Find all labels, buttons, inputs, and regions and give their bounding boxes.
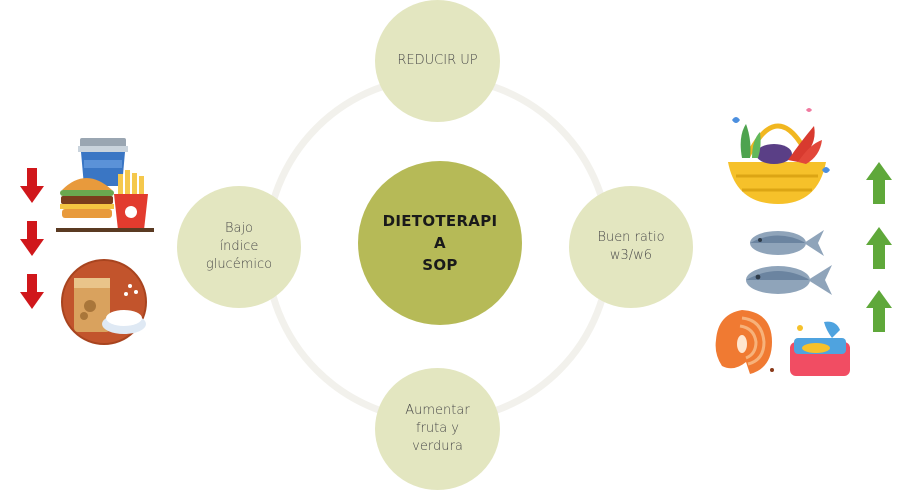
node-bajo-indice-label: Bajo índice glucémico [205, 221, 273, 272]
arrow-up-icon [866, 290, 892, 332]
center-node: DIETOTERAPI A SOP [358, 161, 522, 325]
fish-icon [750, 230, 824, 256]
arrow-down-icon [20, 168, 44, 203]
fish-icon [746, 265, 832, 295]
arrow-down-icon [20, 221, 44, 256]
grains-icon [61, 259, 147, 345]
center-title: DIETOTERAPI A SOP [382, 212, 498, 274]
node-aumentar-fruta: Aumentar fruta y verdura [375, 368, 500, 490]
node-buen-ratio: Buen ratio w3/w6 [569, 186, 693, 308]
node-bajo-indice: Bajo índice glucémico [177, 186, 301, 308]
arrow-down-icon [20, 274, 44, 309]
arrow-up-icon [866, 227, 892, 269]
arrow-up-icon [866, 162, 892, 204]
canned-fish-icon [790, 321, 850, 376]
node-buen-ratio-label: Buen ratio w3/w6 [597, 230, 665, 263]
vegetable-basket-icon [728, 108, 830, 204]
node-reducir-up: REDUCIR UP [375, 0, 500, 122]
node-reducir-up-label: REDUCIR UP [397, 53, 478, 68]
node-aumentar-fruta-label: Aumentar fruta y verdura [405, 403, 470, 454]
salmon-steak-icon [715, 310, 774, 374]
fast-food-icon [56, 138, 154, 232]
